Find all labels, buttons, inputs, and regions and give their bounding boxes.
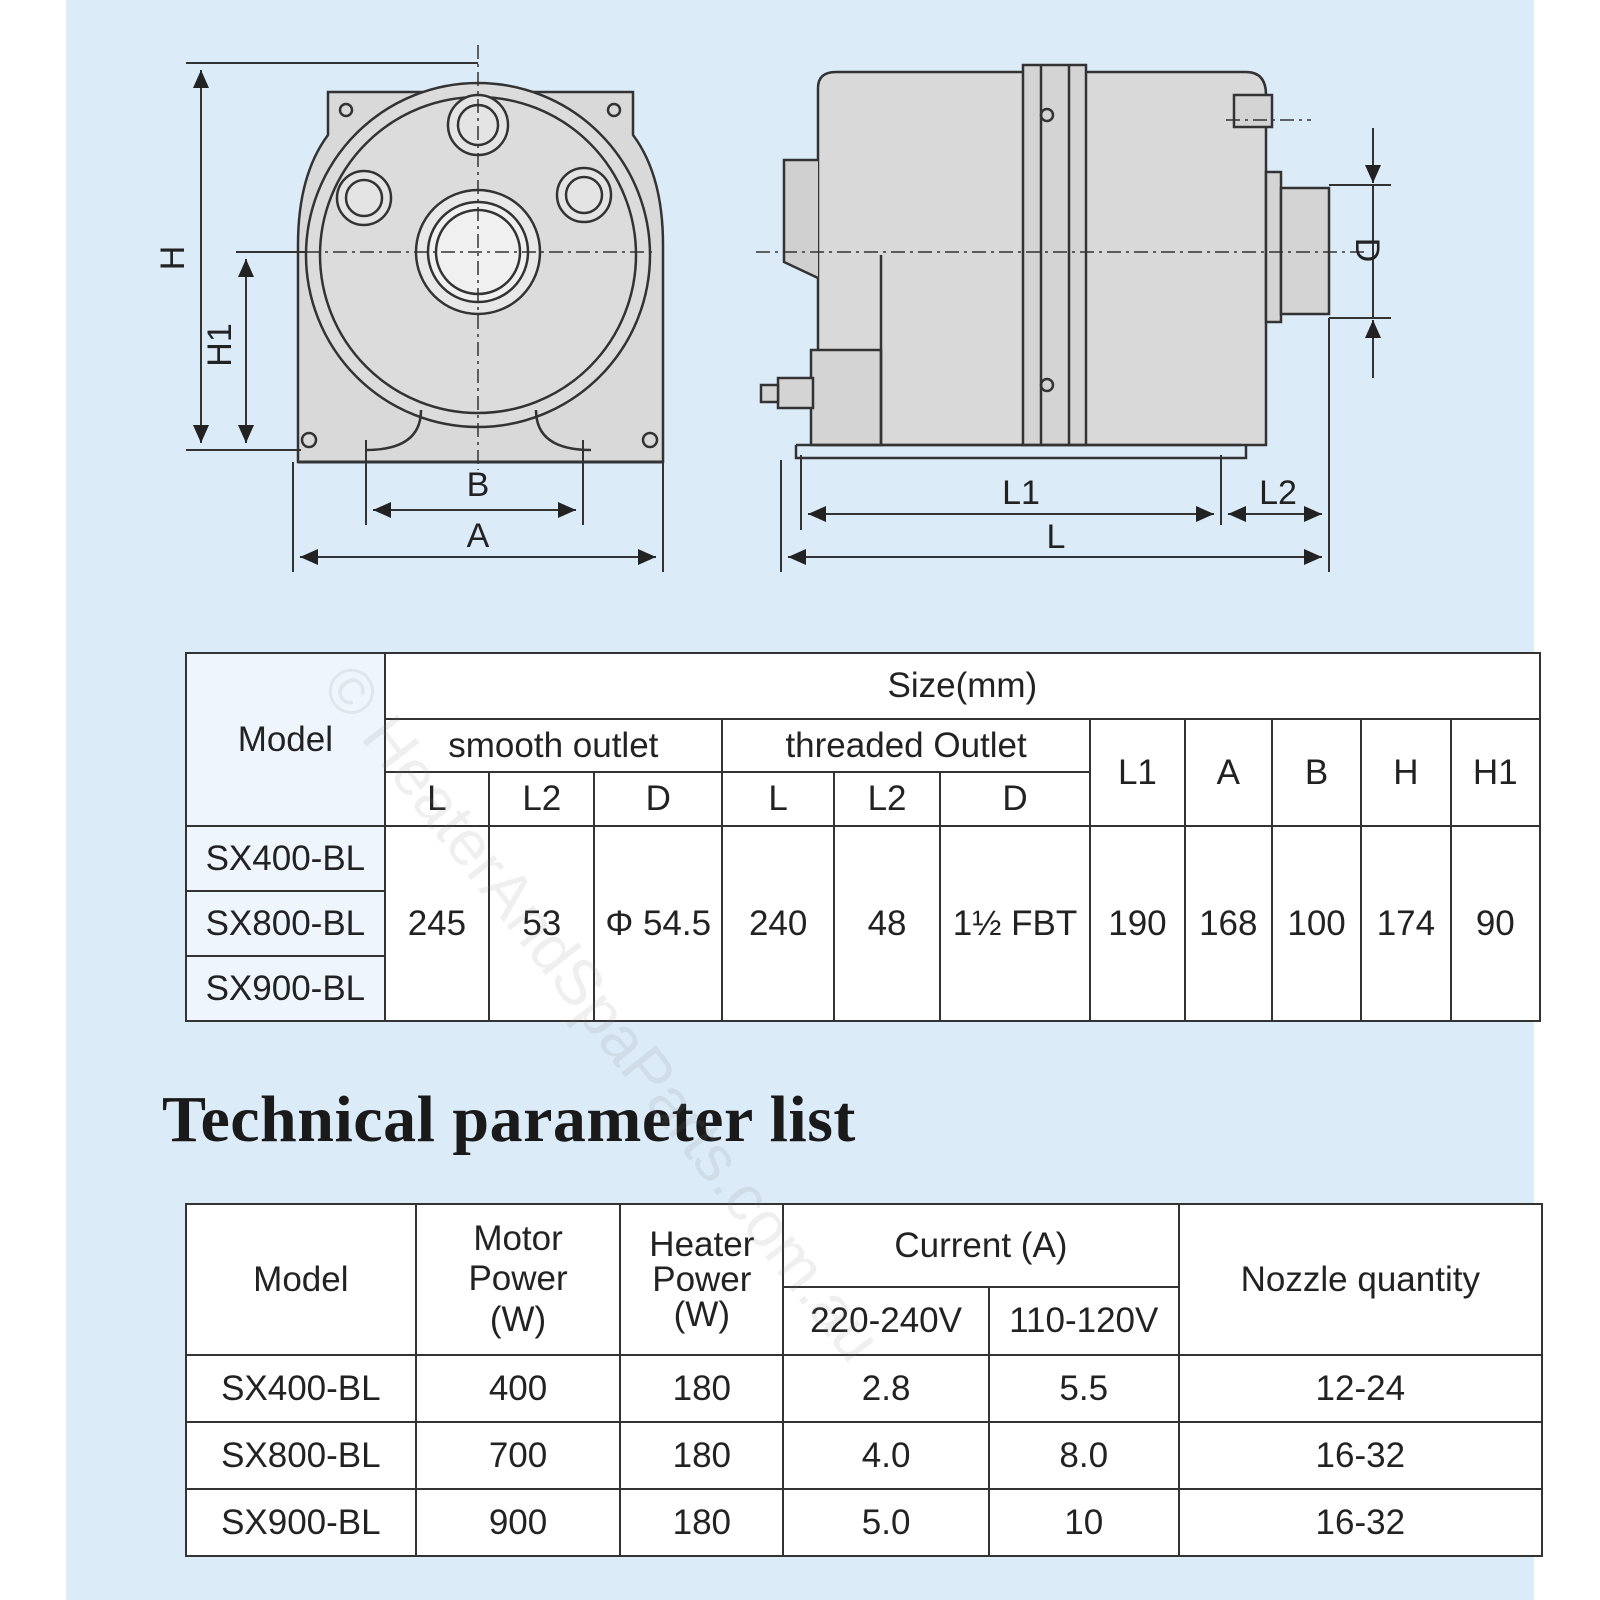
value-smooth-d: Φ 54.5 [593, 825, 723, 1022]
motor-power-cell: 400 [414, 1354, 622, 1423]
col-header-a: A [1183, 718, 1273, 827]
value-smooth-l2: 53 [488, 825, 596, 1022]
section-heading: Technical parameter list [162, 1083, 856, 1156]
current-110-cell: 5.5 [987, 1354, 1180, 1423]
dim-label-l: L [1047, 518, 1066, 556]
current-220-cell: 4.0 [782, 1421, 990, 1490]
value-b: 100 [1270, 825, 1363, 1022]
blower-dimension-drawing: H H1 B A [154, 45, 1391, 572]
threaded-outlet-header: threaded Outlet [720, 718, 1092, 773]
current-110-cell: 10 [987, 1488, 1180, 1557]
voltage-220-header: 220-240V [782, 1286, 990, 1356]
param-model-cell: SX900-BL [185, 1488, 417, 1557]
front-view [296, 81, 665, 464]
nozzle-cell: 12-24 [1177, 1354, 1544, 1423]
value-a: 168 [1183, 825, 1273, 1022]
heater-power-cell: 180 [619, 1354, 785, 1423]
dim-label-d: D [1348, 238, 1386, 263]
dim-label-l1: L1 [1002, 474, 1040, 512]
size-model-cell: SX400-BL [185, 825, 386, 892]
size-header: Size(mm) [383, 652, 1542, 720]
col-header-threaded-d: D [938, 771, 1092, 827]
param-model-header: Model [185, 1203, 417, 1356]
heater-power-header: Heater Power (W) [619, 1203, 785, 1356]
current-header: Current (A) [782, 1203, 1180, 1288]
motor-power-line: Power [468, 1259, 568, 1299]
table-row: SX400-BL 400 180 2.8 5.5 12-24 [185, 1354, 1544, 1423]
spec-sheet: H H1 B A [66, 0, 1544, 1600]
col-header-smooth-l: L [383, 771, 491, 827]
nozzle-cell: 16-32 [1177, 1488, 1544, 1557]
value-h1: 90 [1449, 825, 1542, 1022]
col-header-threaded-l2: L2 [833, 771, 941, 827]
param-model-cell: SX400-BL [185, 1354, 417, 1423]
side-view [759, 63, 1331, 460]
dim-label-h: H [154, 246, 192, 271]
value-threaded-l: 240 [720, 825, 836, 1022]
col-header-smooth-l2: L2 [488, 771, 596, 827]
current-220-cell: 2.8 [782, 1354, 990, 1423]
col-header-l1: L1 [1089, 718, 1186, 827]
motor-power-cell: 700 [414, 1421, 622, 1490]
nozzle-header: Nozzle quantity [1177, 1203, 1544, 1356]
nozzle-cell: 16-32 [1177, 1421, 1544, 1490]
value-h: 174 [1360, 825, 1452, 1022]
smooth-outlet-header: smooth outlet [383, 718, 723, 773]
size-model-header: Model [185, 652, 386, 827]
motor-power-header: Motor Power (W) [414, 1203, 622, 1356]
col-header-b: B [1270, 718, 1363, 827]
voltage-110-header: 110-120V [987, 1286, 1180, 1356]
col-header-threaded-l: L [720, 771, 836, 827]
dim-label-l2: L2 [1259, 474, 1297, 512]
size-model-cell: SX800-BL [185, 890, 386, 957]
dim-label-b: B [467, 466, 490, 504]
technical-parameter-table: Model Motor Power (W) Heater Power (W) C… [185, 1203, 1544, 1557]
motor-power-line: (W) [489, 1299, 547, 1339]
current-220-cell: 5.0 [782, 1488, 990, 1557]
value-threaded-l2: 48 [833, 825, 941, 1022]
param-model-cell: SX800-BL [185, 1421, 417, 1490]
heater-power-cell: 180 [619, 1421, 785, 1490]
value-threaded-d: 1½ FBT [938, 825, 1092, 1022]
col-header-smooth-d: D [593, 771, 723, 827]
dim-label-a: A [467, 517, 490, 555]
size-model-cell: SX900-BL [185, 955, 386, 1022]
heater-power-line: (W) [673, 1295, 730, 1334]
col-header-h: H [1360, 718, 1452, 827]
size-table: Model Size(mm) smooth outlet threaded Ou… [185, 652, 1542, 1022]
current-110-cell: 8.0 [987, 1421, 1180, 1490]
motor-power-cell: 900 [414, 1488, 622, 1557]
table-row: SX800-BL 700 180 4.0 8.0 16-32 [185, 1421, 1544, 1490]
value-l1: 190 [1089, 825, 1186, 1022]
table-row: SX900-BL 900 180 5.0 10 16-32 [185, 1488, 1544, 1557]
heater-power-cell: 180 [619, 1488, 785, 1557]
motor-power-line: Motor [473, 1219, 563, 1259]
value-smooth-l: 245 [383, 825, 491, 1022]
dim-label-h1: H1 [201, 323, 239, 366]
heater-power-line: Heater [649, 1225, 755, 1264]
heater-power-line: Power [652, 1260, 752, 1299]
col-header-h1: H1 [1449, 718, 1542, 827]
